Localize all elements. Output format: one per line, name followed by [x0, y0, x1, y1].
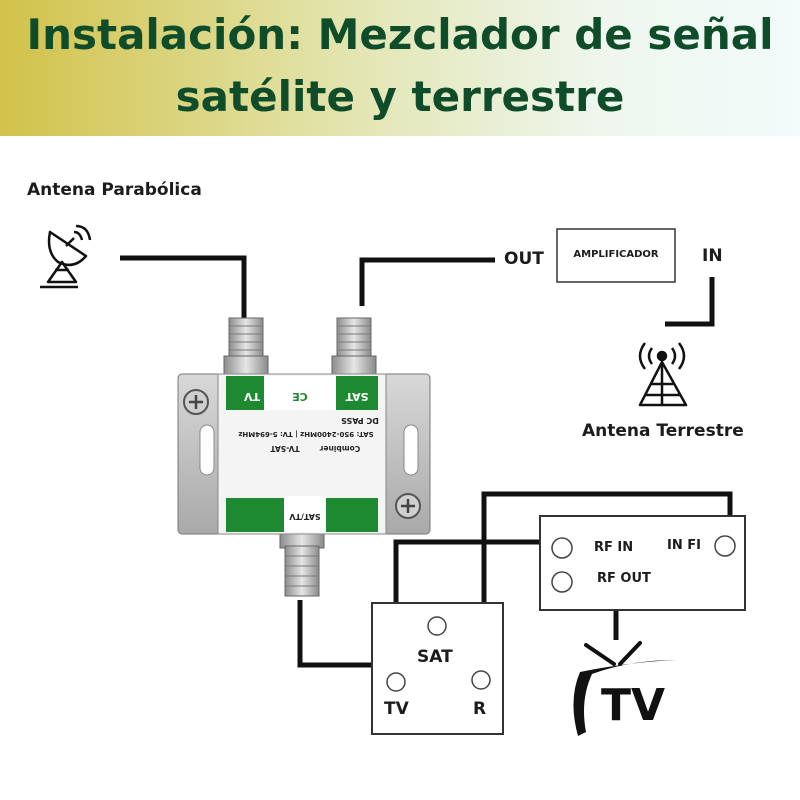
combiner-freq-text: SAT: 950-2400MHz | TV: 5-694MHz: [238, 429, 373, 438]
decoder-rf-out-label: RF OUT: [597, 571, 651, 586]
outlet-r-port: [471, 670, 491, 690]
outlet-sat-label: SAT: [417, 647, 453, 667]
amplifier-box: [556, 228, 676, 283]
cables: [120, 255, 733, 672]
tv-icon: [573, 641, 676, 736]
outlet-r-label: R: [473, 699, 487, 719]
decoder-rf-in-label: RF IN: [594, 540, 634, 555]
combiner-dc-pass: DC PASS: [341, 416, 379, 425]
cable-amp-to-terrestrial: [665, 277, 715, 327]
combiner-port-tv-label: TV: [244, 390, 261, 403]
outlet-tv-label: TV: [384, 699, 409, 719]
satellite-dish-icon: [40, 224, 92, 289]
terrestrial-antenna-icon: [638, 342, 688, 407]
combiner-device: TV CE SAT DC PASS SAT: 950-2400MHz | TV:…: [177, 317, 431, 597]
out-label: OUT: [504, 249, 544, 269]
cable-dish-to-combiner: [120, 255, 247, 318]
cable-combiner-to-outlet: [297, 600, 374, 668]
combiner-model: TV-SAT: [270, 444, 300, 453]
combiner-port-sattv-label: SAT/TV: [289, 512, 321, 521]
decoder-rf-in-port: [551, 537, 573, 559]
combiner-port-sat-label: SAT: [345, 390, 369, 403]
decoder-in-fi-port: [714, 535, 736, 557]
title-line-1: Instalación: Mezclador de señal: [26, 10, 774, 59]
header-banner: Instalación: Mezclador de señal satélite…: [0, 0, 800, 136]
decoder-rf-out-port: [551, 571, 573, 593]
outlet-sat-port: [427, 616, 447, 636]
dish-antenna-label: Antena Parabólica: [27, 180, 202, 200]
decoder-in-fi-label: IN FI: [667, 538, 701, 553]
title-line-2: satélite y terrestre: [175, 72, 625, 121]
terrestrial-antenna-label: Antena Terrestre: [582, 421, 744, 441]
decoder-box: [539, 515, 746, 611]
amplifier-label: AMPLIFICADOR: [573, 249, 659, 260]
cable-outlet-sat-to-infi: [481, 491, 733, 612]
combiner-brand: Combiner: [319, 444, 360, 453]
outlet-tv-port: [386, 672, 406, 692]
combiner-ce-mark: CE: [292, 390, 308, 403]
in-label: IN: [702, 246, 723, 266]
cable-combiner-to-amp: [359, 257, 495, 306]
tv-logo-text: TV: [601, 680, 666, 731]
wall-outlet: [371, 602, 504, 735]
